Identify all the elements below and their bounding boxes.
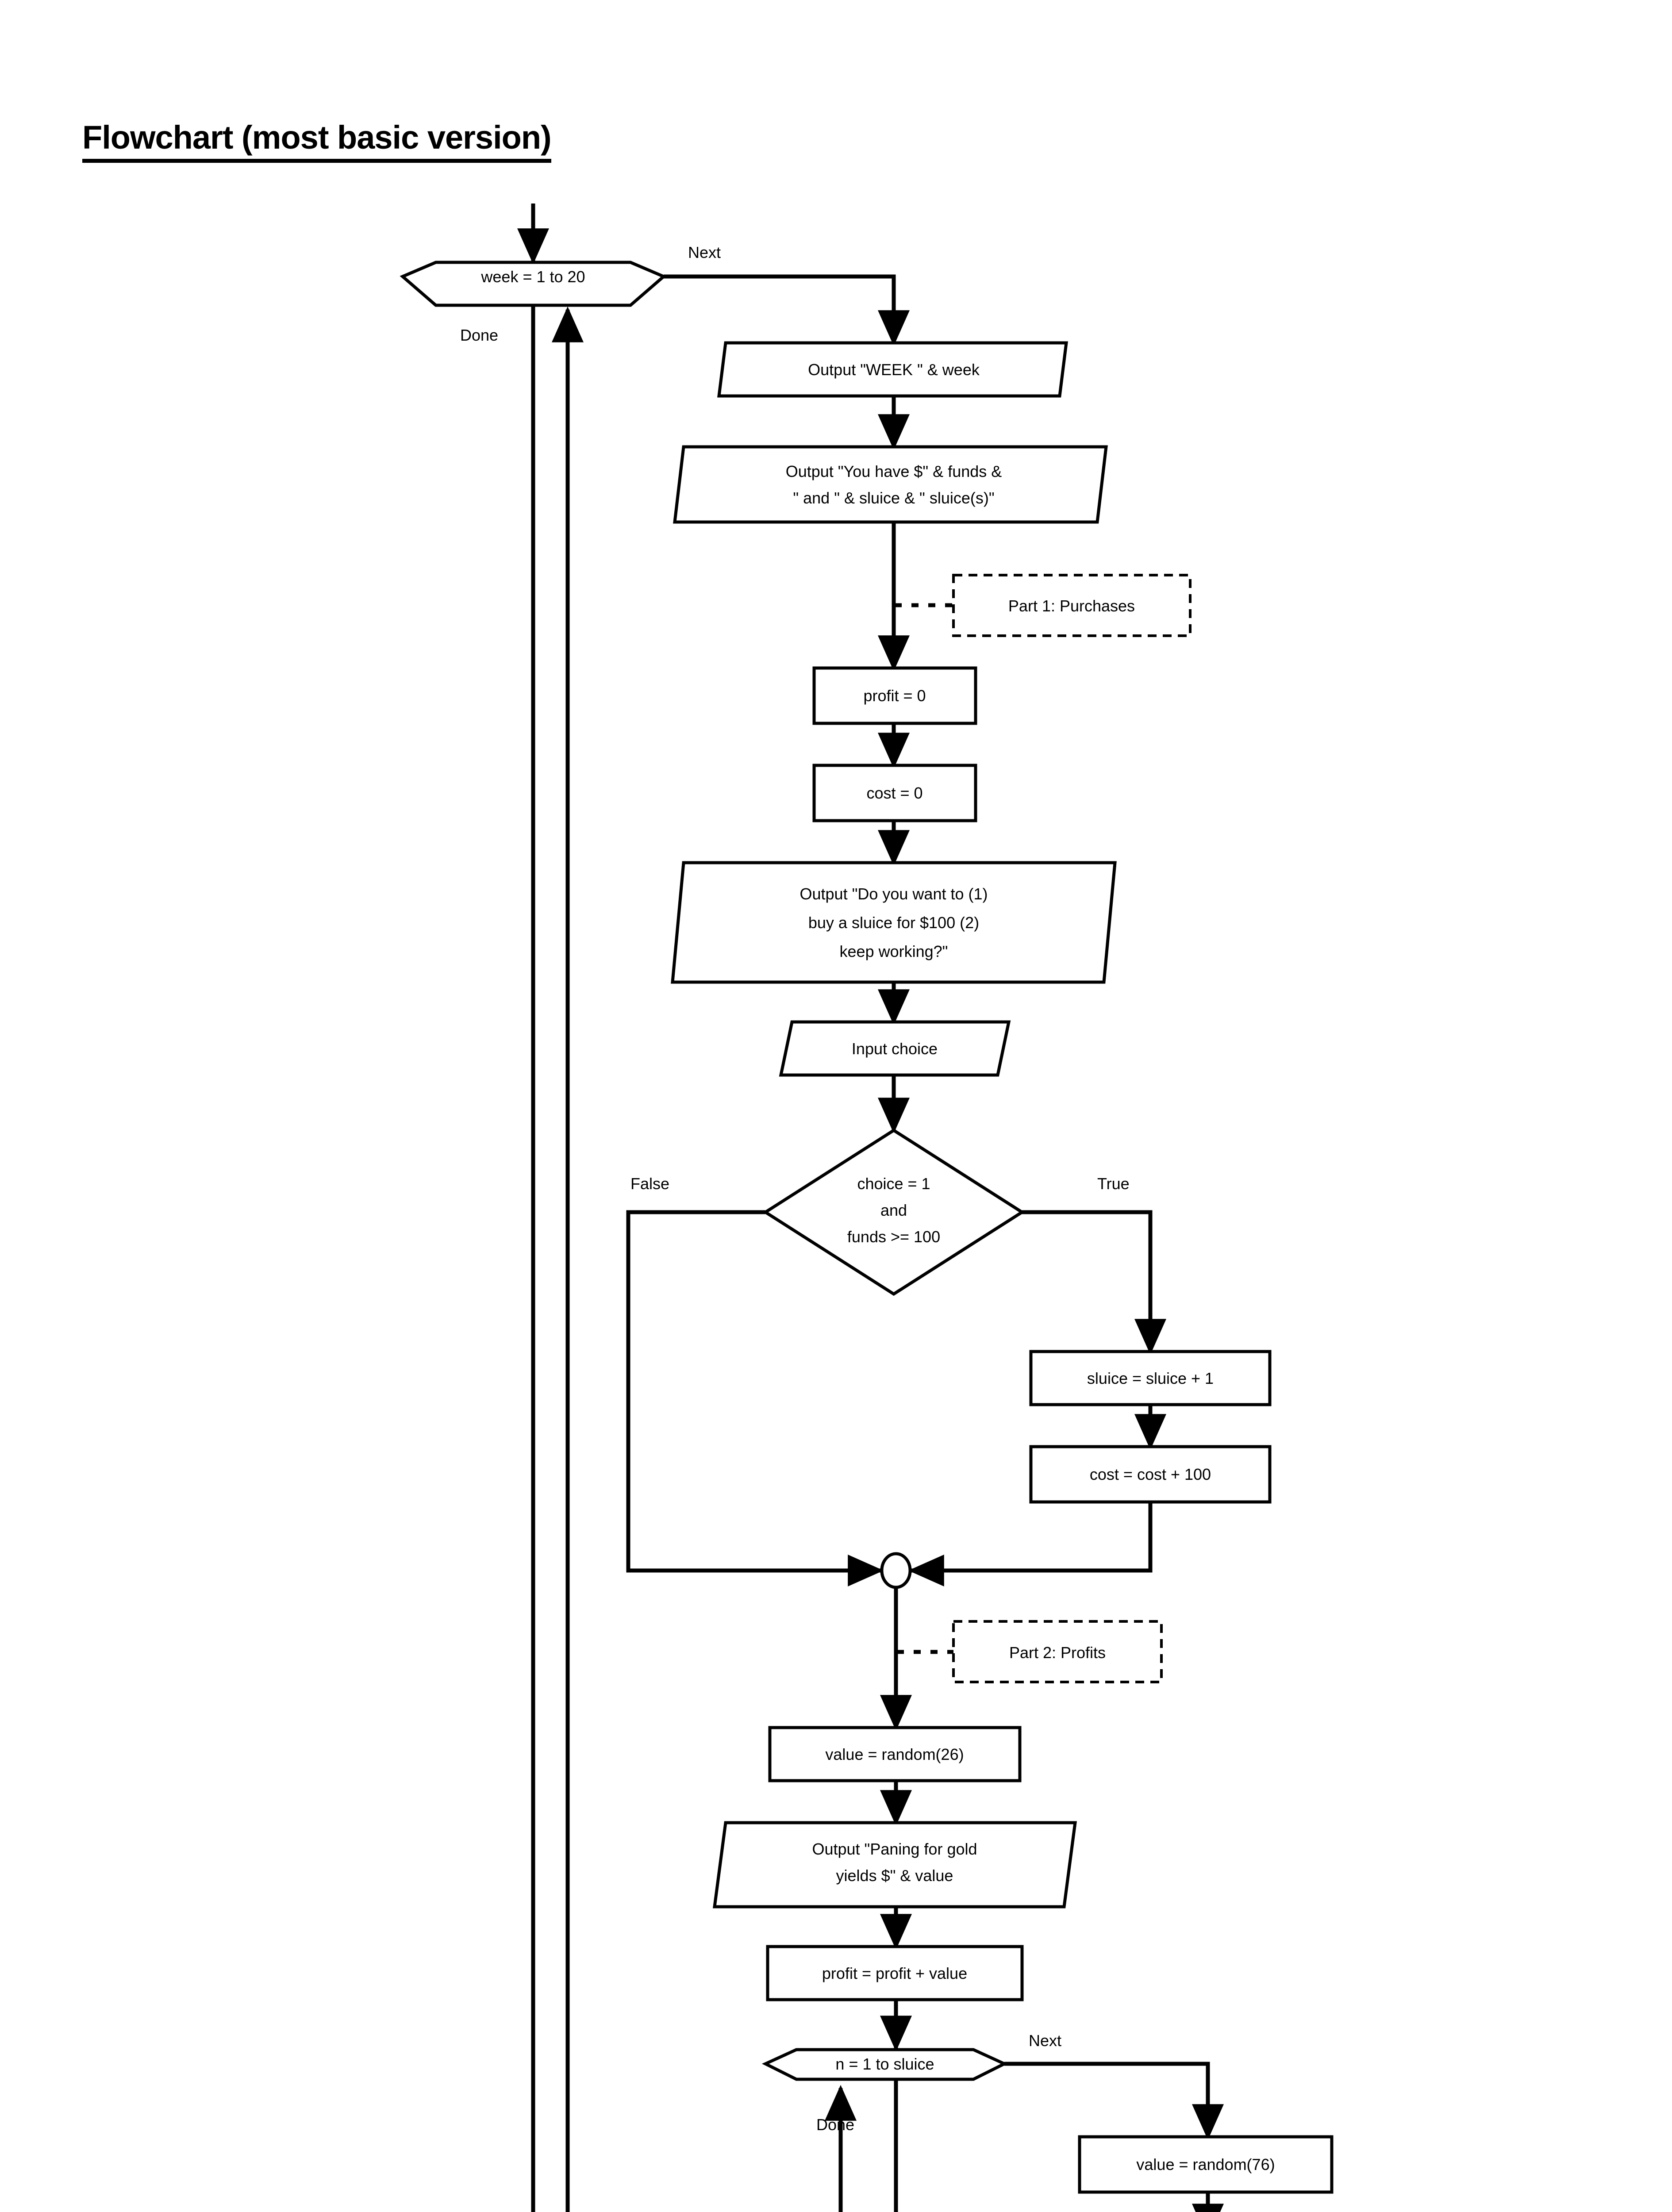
edge-label-false: False <box>630 1175 669 1193</box>
node-output-status-line-2: " and " & sluice & " sluice(s)" <box>793 489 994 507</box>
node-output-prompt[interactable]: Output "Do you want to (1) buy a sluice … <box>671 861 1117 984</box>
node-output-prompt-line-1: Output "Do you want to (1) <box>800 885 988 903</box>
edge-label-true: True <box>1097 1175 1130 1193</box>
node-value-random-26[interactable]: value = random(26) <box>768 1726 1022 1782</box>
node-value-random-26-label: value = random(26) <box>825 1745 964 1763</box>
node-sluice-increment-label: sluice = sluice + 1 <box>1087 1369 1214 1387</box>
annotation-part2-label: Part 2: Profits <box>1009 1644 1106 1662</box>
node-value-random-76[interactable]: value = random(76) <box>1078 2135 1334 2194</box>
node-decision-line-2: and <box>880 1201 907 1219</box>
node-decision-line-3: funds >= 100 <box>847 1228 940 1246</box>
node-profit-init[interactable]: profit = 0 <box>812 666 977 725</box>
node-cost-add[interactable]: cost = cost + 100 <box>1029 1445 1272 1504</box>
node-output-pan[interactable]: Output "Paning for gold yields $" & valu… <box>713 1821 1077 1909</box>
node-sluice-increment[interactable]: sluice = sluice + 1 <box>1029 1350 1272 1406</box>
node-input-choice-label: Input choice <box>852 1040 938 1058</box>
node-inner-loop-label: n = 1 to sluice <box>835 2055 934 2073</box>
node-cost-init-label: cost = 0 <box>866 784 922 802</box>
edge-outer-next <box>664 274 910 346</box>
edge-label-next-outer: Next <box>688 243 721 261</box>
edge-label-done-outer: Done <box>460 326 498 344</box>
annotation-part2: Part 2: Profits <box>952 1620 1163 1683</box>
node-cost-init[interactable]: cost = 0 <box>812 764 977 822</box>
node-profit-add-pan[interactable]: profit = profit + value <box>766 1945 1024 2001</box>
annotation-part1-label: Part 1: Purchases <box>1008 597 1135 615</box>
page-title: Flowchart (most basic version) <box>82 119 552 163</box>
edge-label-done-inner: Done <box>816 2116 854 2134</box>
node-inner-loop[interactable]: n = 1 to sluice <box>761 2048 1008 2081</box>
node-output-status-line-1: Output "You have $" & funds & <box>786 462 1002 480</box>
edge-decision-false <box>626 1210 884 1586</box>
edge-decision-true <box>1022 1210 1166 1355</box>
node-cost-add-label: cost = cost + 100 <box>1090 1465 1211 1483</box>
edge-costadd-to-merge <box>908 1502 1153 1586</box>
node-output-prompt-line-2: buy a sluice for $100 (2) <box>808 914 979 932</box>
edge-label-next-inner: Next <box>1029 2032 1061 2050</box>
node-outer-loop[interactable]: week = 1 to 20 <box>400 261 667 307</box>
annotation-part1: Part 1: Purchases <box>952 574 1192 637</box>
edge-inner-next <box>1004 2062 1224 2140</box>
node-output-prompt-line-3: keep working?" <box>840 942 948 960</box>
node-profit-add-pan-label: profit = profit + value <box>822 1964 967 1982</box>
node-decision[interactable]: choice = 1 and funds >= 100 <box>762 1128 1025 1296</box>
node-output-week-line-1: Output "WEEK " & week <box>808 361 980 379</box>
node-value-random-76-label: value = random(76) <box>1136 2155 1275 2174</box>
node-outer-loop-label: week = 1 to 20 <box>480 268 585 286</box>
node-output-pan-line-2: yields $" & value <box>836 1866 953 1885</box>
node-merge-connector <box>880 1552 912 1589</box>
node-input-choice[interactable]: Input choice <box>779 1020 1011 1077</box>
node-profit-init-label: profit = 0 <box>863 687 926 705</box>
node-decision-line-1: choice = 1 <box>857 1175 930 1193</box>
node-output-status[interactable]: Output "You have $" & funds & " and " & … <box>673 445 1108 524</box>
node-output-week[interactable]: Output "WEEK " & week <box>717 341 1068 398</box>
node-output-pan-line-1: Output "Paning for gold <box>812 1840 977 1858</box>
